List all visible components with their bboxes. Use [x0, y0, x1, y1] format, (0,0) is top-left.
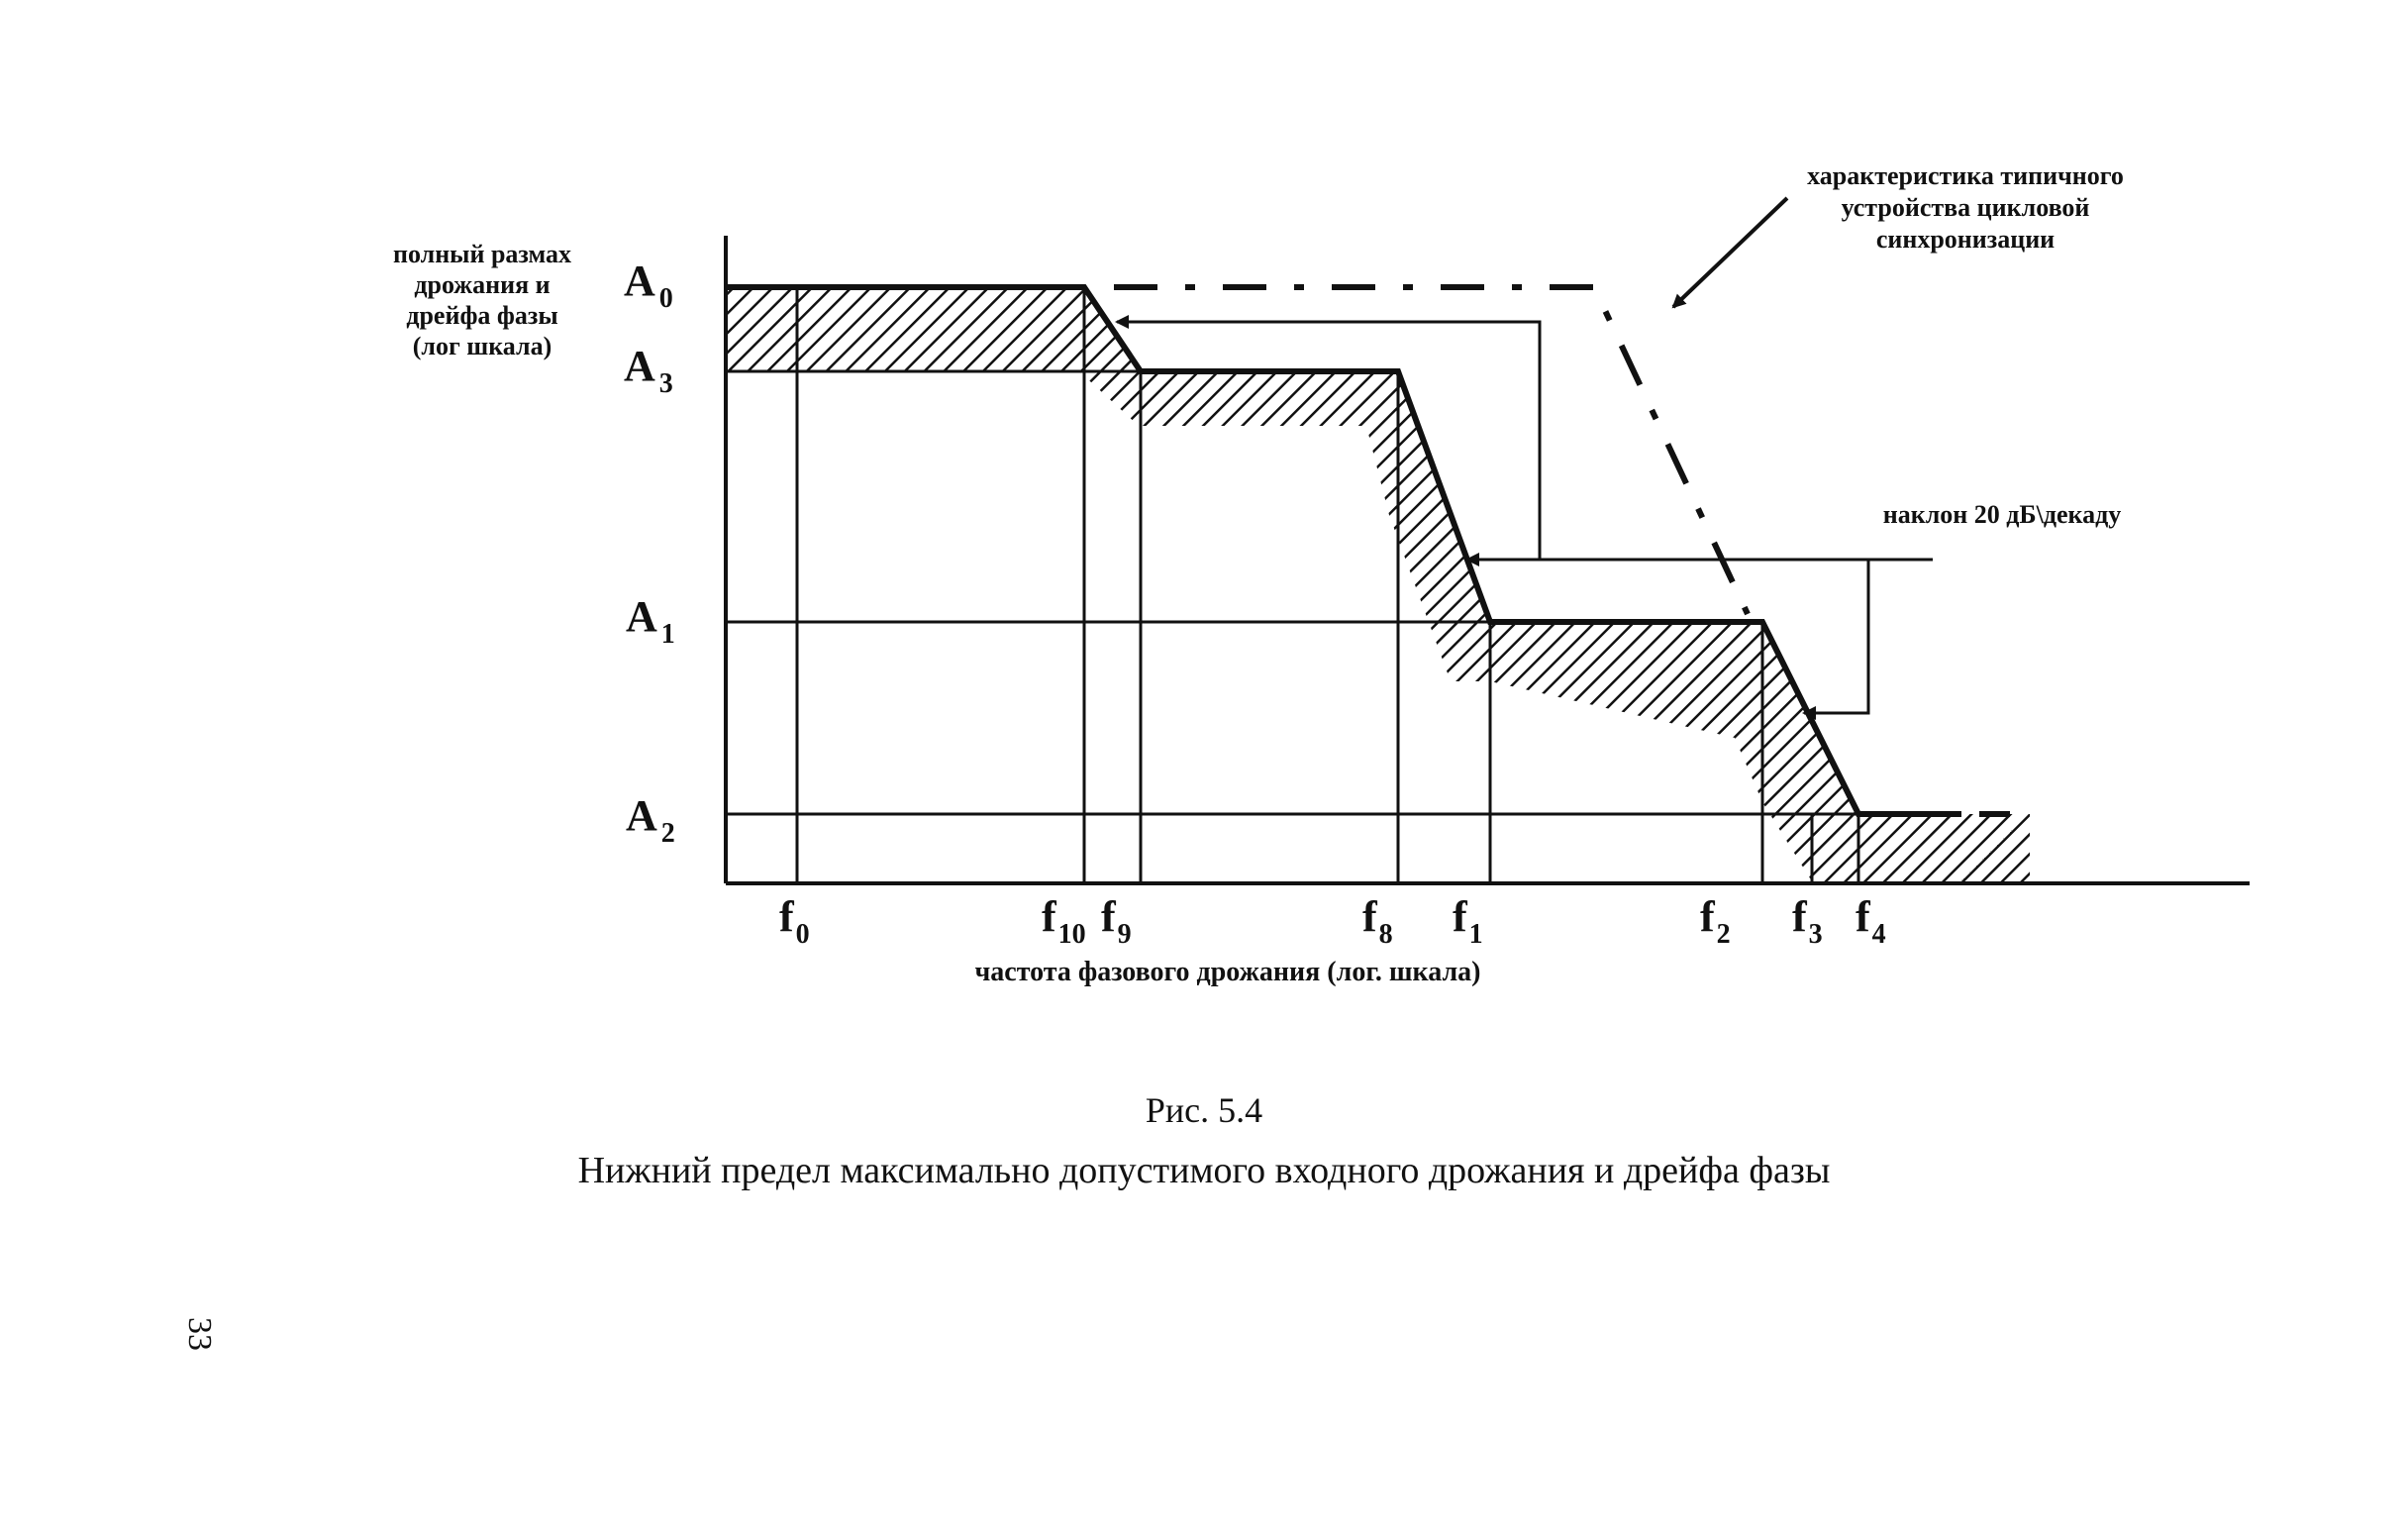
- frequency-label-f4: f4: [1856, 892, 1886, 950]
- frequency-label-f0: f0: [779, 892, 810, 950]
- frequency-labels: f0 f10 f9 f8 f1 f2 f3 f4: [779, 892, 1886, 950]
- typical-annotation-line-3: синхронизации: [1876, 225, 2055, 254]
- frequency-gridlines: [795, 287, 1860, 883]
- y-axis-label-line-1: полный размах: [393, 240, 571, 268]
- frequency-label-f2: f2: [1700, 892, 1731, 950]
- slope-bracket-lower: [1802, 560, 1870, 720]
- frequency-label-f10: f10: [1042, 892, 1086, 950]
- typical-annotation-line-2: устройства цикловой: [1842, 193, 2090, 222]
- frequency-label-f8: f8: [1362, 892, 1393, 950]
- slope-bracket-upper: [1115, 315, 1542, 560]
- typical-device-annotation: характеристика типичного устройства цикл…: [1807, 161, 2124, 254]
- y-axis-label-line-3: дрейфа фазы: [406, 301, 557, 330]
- y-axis-label: полный размах дрожания и дрейфа фазы (ло…: [393, 240, 571, 360]
- slope-indicators: [1115, 315, 1933, 720]
- figure-number: Рис. 5.4: [1145, 1090, 1263, 1130]
- frequency-label-f3: f3: [1792, 892, 1823, 950]
- y-axis-label-line-4: (лог шкала): [413, 332, 552, 360]
- x-axis-label: частота фазового дрожания (лог. шкала): [974, 957, 1480, 987]
- tolerance-hatched-area: [726, 287, 2030, 881]
- typical-characteristic-arrow: [1671, 196, 1789, 309]
- figure-title: Нижний предел максимально допустимого вх…: [577, 1150, 1831, 1191]
- frequency-label-f1: f1: [1453, 892, 1483, 950]
- slope-annotation: наклон 20 дБ\декаду: [1883, 500, 2122, 529]
- frequency-label-f9: f9: [1101, 892, 1132, 950]
- y-axis-label-line-2: дрожания и: [414, 270, 550, 299]
- typical-annotation-line-1: характеристика типичного: [1807, 161, 2124, 190]
- tolerance-mask-line: [726, 284, 1926, 817]
- page-number: 33: [181, 1317, 218, 1351]
